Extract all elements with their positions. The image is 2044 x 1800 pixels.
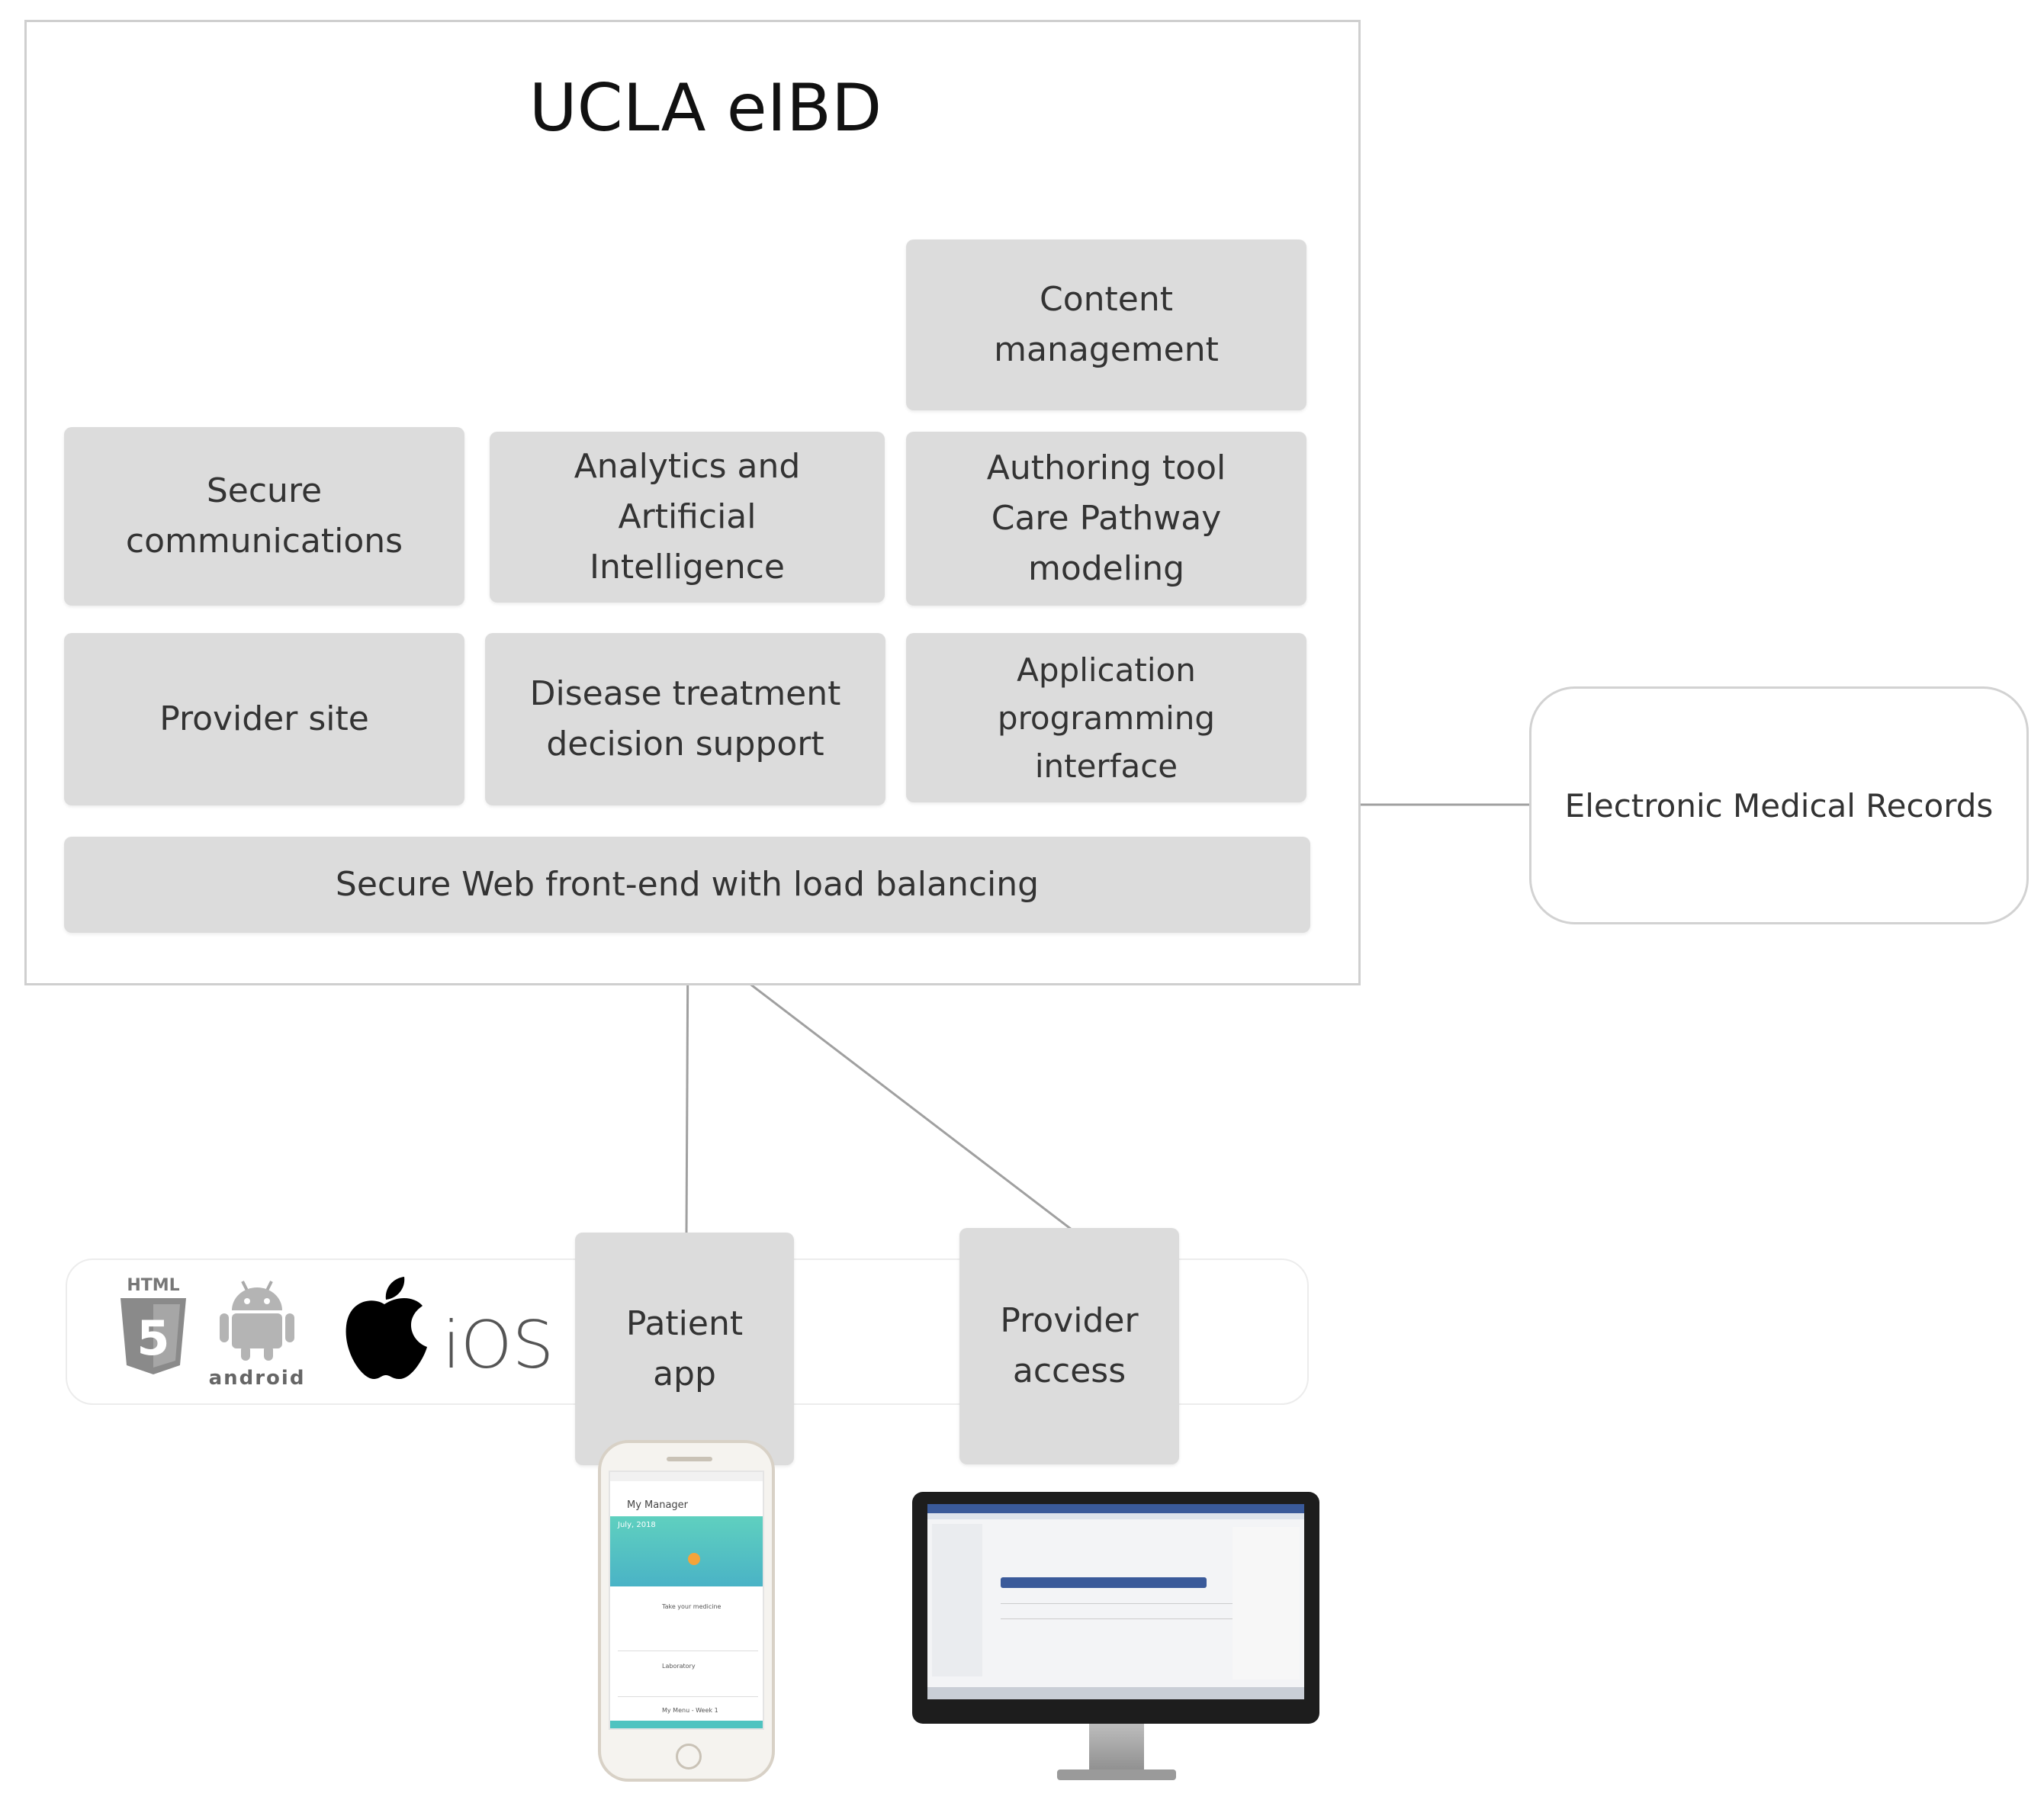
module-secure-communications: Secure communications bbox=[64, 427, 464, 606]
module-content-management: Content management bbox=[906, 239, 1306, 410]
electronic-medical-records: Electronic Medical Records bbox=[1529, 686, 2029, 924]
phone-home-button bbox=[676, 1744, 702, 1769]
monitor-base bbox=[1057, 1769, 1176, 1780]
connector-provider-access bbox=[687, 935, 1072, 1231]
android-icon: android bbox=[200, 1278, 314, 1390]
html5-label: HTML bbox=[127, 1276, 179, 1295]
html5-icon: HTML 5 bbox=[117, 1274, 189, 1381]
phone-app-name: My Manager bbox=[627, 1499, 689, 1511]
html5-number: 5 bbox=[137, 1310, 169, 1366]
phone-speaker bbox=[667, 1457, 712, 1461]
page-title: UCLA eIBD bbox=[529, 70, 882, 146]
module-provider-site: Provider site bbox=[64, 633, 464, 805]
module-authoring-tool: Authoring tool Care Pathway modeling bbox=[906, 432, 1306, 606]
smartphone-icon: My Manager July, 2018 Take your medicine… bbox=[598, 1440, 775, 1782]
connector-patient-app bbox=[685, 936, 689, 1236]
phone-item-1: Take your medicine bbox=[662, 1603, 722, 1610]
android-label: android bbox=[208, 1367, 306, 1390]
patient-app-box: Patient app bbox=[575, 1233, 794, 1465]
module-disease-treatment: Disease treatment decision support bbox=[485, 633, 885, 805]
ios-label: iOS bbox=[442, 1307, 554, 1384]
module-analytics-ai: Analytics and Artificial Intelligence bbox=[490, 432, 885, 603]
phone-item-3: My Menu - Week 1 bbox=[662, 1707, 718, 1714]
phone-item-2: Laboratory bbox=[662, 1663, 696, 1670]
monitor-icon bbox=[912, 1492, 1319, 1786]
apple-icon bbox=[339, 1275, 430, 1382]
phone-screen: My Manager July, 2018 Take your medicine… bbox=[609, 1471, 764, 1730]
phone-calendar-header: July, 2018 bbox=[610, 1516, 763, 1586]
monitor-stand bbox=[1089, 1724, 1144, 1773]
module-api: Application programming interface bbox=[906, 633, 1306, 802]
monitor-frame bbox=[912, 1492, 1319, 1724]
provider-access-box: Provider access bbox=[959, 1228, 1179, 1464]
monitor-screen bbox=[927, 1504, 1304, 1699]
phone-month: July, 2018 bbox=[618, 1521, 656, 1529]
module-secure-web-frontend: Secure Web front-end with load balancing bbox=[64, 837, 1310, 933]
